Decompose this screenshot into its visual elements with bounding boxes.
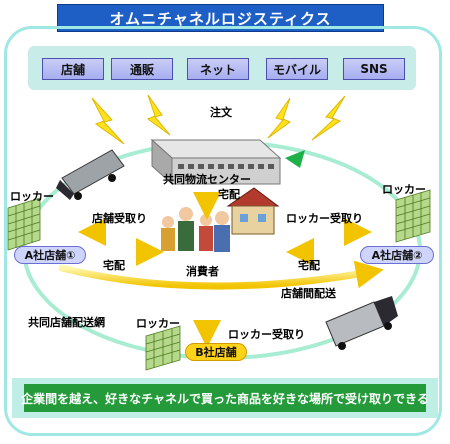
warehouse-building [150, 138, 282, 186]
locker-pickup-right-label: ロッカー受取り [286, 212, 363, 225]
consumer-family [161, 187, 280, 252]
diagram-frame [4, 26, 442, 436]
channel-mailorder: 通販 [111, 58, 173, 80]
channel-sns: SNS [343, 58, 405, 80]
lightning-bolts [91, 94, 346, 145]
order-label: 注文 [210, 106, 232, 119]
delivery-left-label: 宅配 [103, 259, 125, 272]
inter-store-label: 店舗間配送 [281, 287, 336, 300]
locker-left-label: ロッカー [10, 190, 54, 203]
channel-net: ネット [187, 58, 249, 80]
store-pickup-label: 店舗受取り [92, 212, 147, 225]
delivery-right-label: 宅配 [298, 259, 320, 272]
channel-store: 店舗 [42, 58, 104, 80]
locker-right-graphic [395, 189, 431, 243]
store-b: B社店舗 [185, 343, 247, 361]
store-a1: A社店舗① [14, 246, 86, 264]
truck-left [56, 149, 125, 200]
store-a2: A社店舗② [360, 246, 434, 264]
cycle-arrowhead [285, 150, 305, 168]
truck-right [325, 296, 398, 350]
locker-pickup-bottom-label: ロッカー受取り [228, 328, 305, 341]
consumer-label: 消費者 [186, 265, 219, 278]
bottom-message: 企業間を越え、好きなチャネルで買った商品を好きな場所で受け取りできる [21, 384, 429, 412]
locker-bottom-label: ロッカー [136, 317, 180, 330]
network-label: 共同店舗配送網 [28, 316, 105, 329]
warehouse-label: 共同物流センター [163, 173, 251, 186]
locker-bottom-graphic [145, 325, 181, 371]
flow-arrows [58, 182, 384, 348]
delivery-center-label: 宅配 [218, 188, 240, 201]
channel-mobile: モバイル [266, 58, 328, 80]
locker-right-label: ロッカー [382, 183, 426, 196]
locker-left-graphic [7, 197, 41, 251]
